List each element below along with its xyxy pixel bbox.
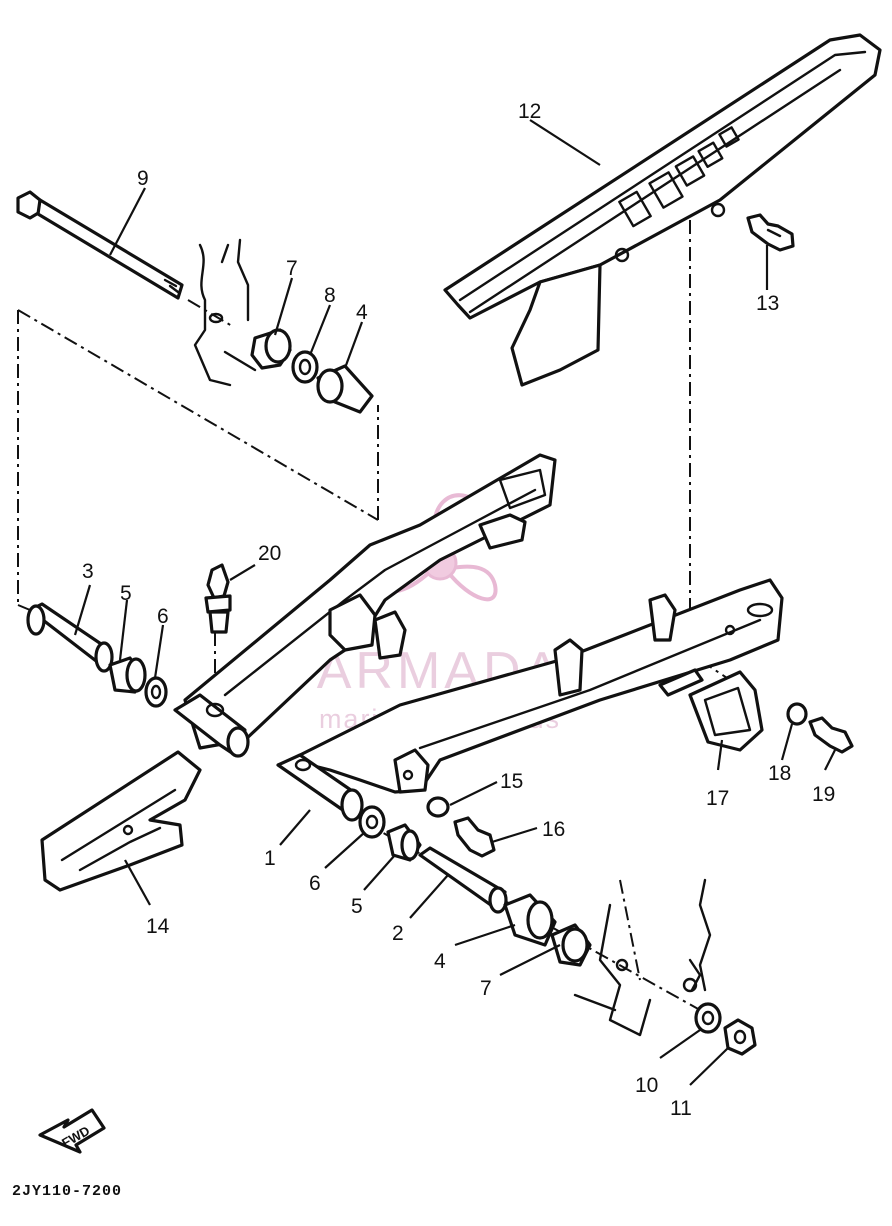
callout-13: 13 xyxy=(756,292,779,315)
callout-14: 14 xyxy=(146,915,170,938)
swingarm xyxy=(173,453,784,822)
callout-20: 20 xyxy=(258,542,281,565)
pivot-shaft xyxy=(16,190,184,300)
collar-7-upper xyxy=(250,328,292,370)
callout-17: 17 xyxy=(706,787,729,810)
pivot-tube-2 xyxy=(418,846,508,914)
washer-18 xyxy=(786,702,808,726)
callout-4-lower: 4 xyxy=(434,950,446,973)
bushing-4-upper xyxy=(316,364,374,414)
washer-8 xyxy=(291,350,319,384)
callout-5-lower: 5 xyxy=(351,895,363,918)
callout-1: 1 xyxy=(264,847,276,870)
frame-bracket-lower xyxy=(573,878,712,1037)
pivot-tube-3 xyxy=(26,602,114,673)
callout-10: 10 xyxy=(635,1074,658,1097)
bolt-19 xyxy=(808,716,854,754)
chain-case xyxy=(443,33,882,387)
callout-12: 12 xyxy=(518,100,541,123)
guard-17 xyxy=(688,670,764,752)
callout-labels: 12 13 9 7 8 4 20 3 5 6 15 16 1 6 5 2 4 7… xyxy=(82,100,835,1120)
collar-7-lower xyxy=(550,923,592,967)
bushing-5-left xyxy=(108,656,147,694)
callout-5-left: 5 xyxy=(120,582,132,605)
callout-6-left: 6 xyxy=(157,605,169,628)
callout-7-lower: 7 xyxy=(480,977,492,1000)
forward-direction-arrow: FWD xyxy=(38,1108,106,1154)
chain-guide xyxy=(40,750,202,892)
assembly-guide-lines xyxy=(17,220,746,1011)
washer-10 xyxy=(694,1002,722,1034)
callout-15: 15 xyxy=(500,770,523,793)
drawing-code: 2JY110-7200 xyxy=(12,1183,122,1200)
callout-18: 18 xyxy=(768,762,791,785)
callout-19: 19 xyxy=(812,783,835,806)
callout-8: 8 xyxy=(324,284,336,307)
bushing-4-lower xyxy=(503,893,557,947)
callout-16: 16 xyxy=(542,818,565,841)
chain-case-bolt xyxy=(746,213,795,252)
callout-7-upper: 7 xyxy=(286,257,298,280)
bolt-16 xyxy=(453,816,496,858)
callout-leaders xyxy=(73,119,836,1086)
nut-11 xyxy=(723,1018,757,1056)
callout-9: 9 xyxy=(137,167,149,190)
callout-11: 11 xyxy=(670,1097,692,1120)
callout-3: 3 xyxy=(82,560,94,583)
bushing-5-lower xyxy=(386,823,422,862)
callout-2: 2 xyxy=(392,922,404,945)
washer-15 xyxy=(426,796,450,818)
seal-6-left xyxy=(144,676,168,708)
frame-bracket-upper xyxy=(193,238,257,387)
seal-6-lower xyxy=(358,805,386,839)
callout-4-upper: 4 xyxy=(356,301,368,324)
grease-nipple xyxy=(204,563,232,634)
callout-6-lower: 6 xyxy=(309,872,321,895)
